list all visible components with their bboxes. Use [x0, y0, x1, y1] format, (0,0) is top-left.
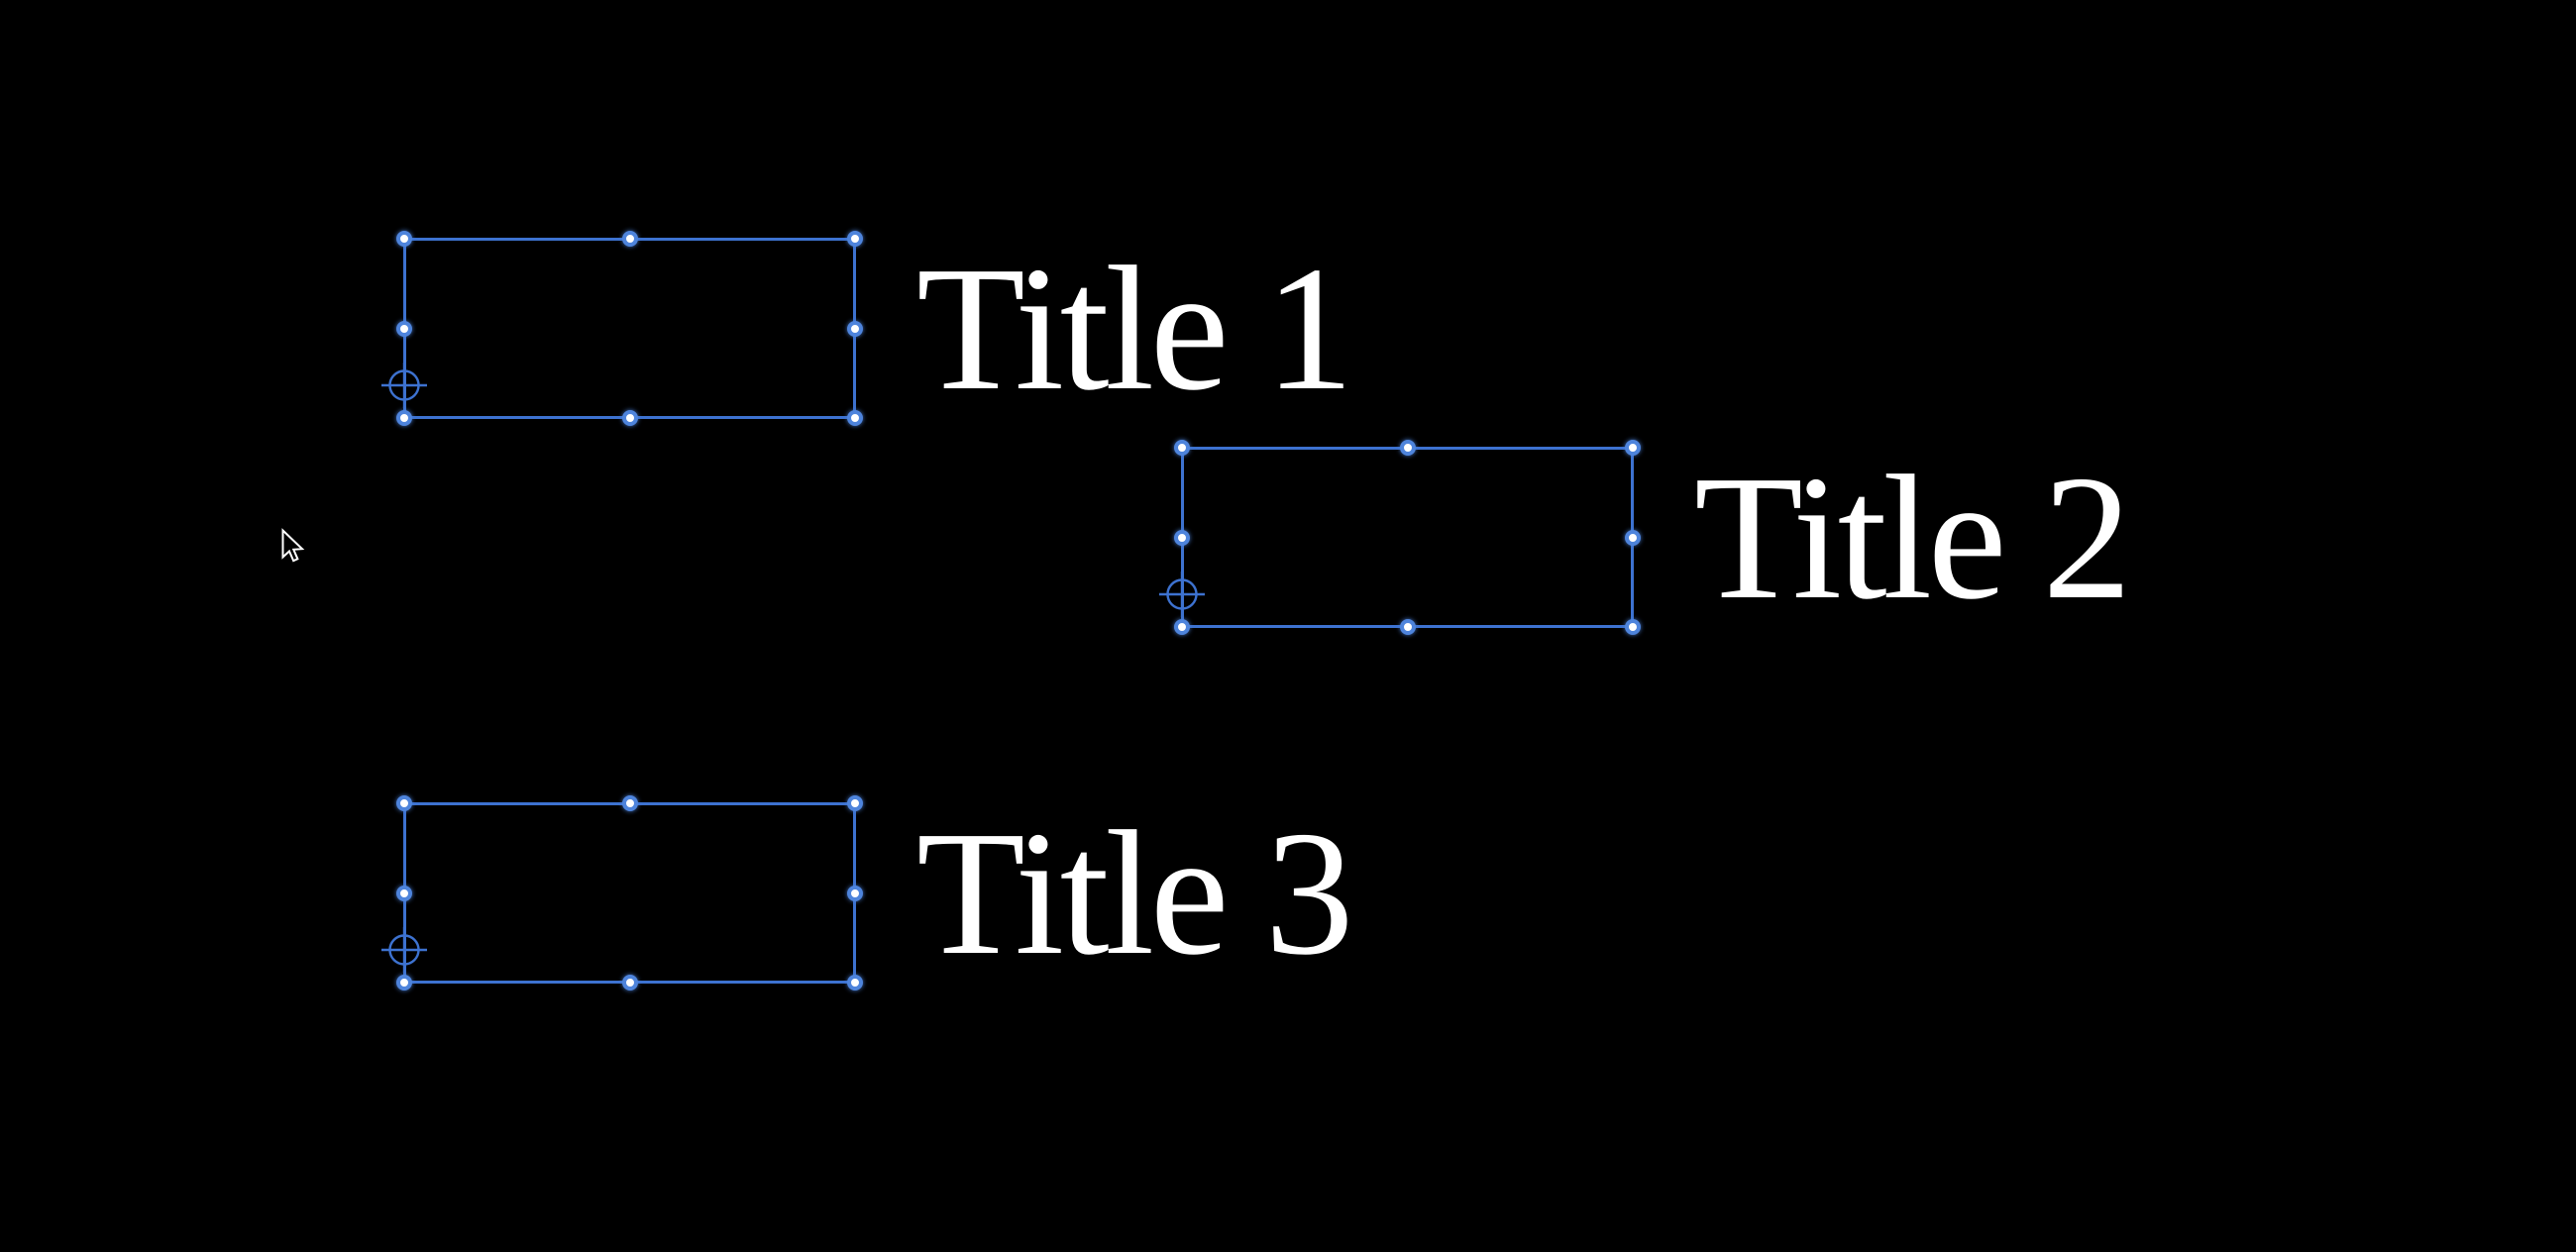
mouse-cursor-icon: [281, 528, 305, 563]
resize-handle-bottom-right[interactable]: [847, 410, 863, 426]
selected-element-2: Title 2: [1159, 440, 2132, 635]
selection-bounding-box[interactable]: [1181, 447, 1634, 628]
resize-handle-middle-left[interactable]: [396, 320, 412, 337]
resize-handle-top-right[interactable]: [847, 795, 863, 811]
resize-handle-top-right[interactable]: [1625, 440, 1641, 456]
resize-handle-bottom-right[interactable]: [1625, 619, 1641, 635]
title-text[interactable]: Title 3: [916, 793, 1354, 991]
resize-handle-bottom-left[interactable]: [396, 410, 412, 426]
anchor-crosshair-icon[interactable]: [1158, 571, 1206, 618]
resize-handle-middle-right[interactable]: [847, 885, 863, 901]
resize-handle-bottom-middle[interactable]: [621, 410, 638, 426]
anchor-crosshair-icon[interactable]: [380, 362, 428, 409]
title-text[interactable]: Title 1: [916, 229, 1354, 427]
resize-handle-top-left[interactable]: [1174, 440, 1190, 456]
resize-handle-top-middle[interactable]: [1399, 440, 1416, 456]
resize-handle-bottom-right[interactable]: [847, 975, 863, 991]
resize-handle-bottom-left[interactable]: [1174, 619, 1190, 635]
resize-handle-bottom-middle[interactable]: [621, 975, 638, 991]
selected-element-3: Title 3: [381, 795, 1354, 991]
resize-handle-middle-right[interactable]: [1625, 529, 1641, 546]
resize-handle-top-middle[interactable]: [621, 231, 638, 247]
resize-handle-bottom-left[interactable]: [396, 975, 412, 991]
resize-handle-middle-left[interactable]: [396, 885, 412, 901]
resize-handle-top-left[interactable]: [396, 231, 412, 247]
resize-handle-bottom-middle[interactable]: [1399, 619, 1416, 635]
resize-handle-top-middle[interactable]: [621, 795, 638, 811]
selection-bounding-box[interactable]: [403, 238, 856, 419]
resize-handle-middle-right[interactable]: [847, 320, 863, 337]
resize-handle-top-right[interactable]: [847, 231, 863, 247]
resize-handle-middle-left[interactable]: [1174, 529, 1190, 546]
selection-bounding-box[interactable]: [403, 802, 856, 984]
anchor-crosshair-icon[interactable]: [380, 926, 428, 974]
title-text[interactable]: Title 2: [1694, 438, 2132, 636]
selected-element-1: Title 1: [381, 231, 1354, 426]
resize-handle-top-left[interactable]: [396, 795, 412, 811]
